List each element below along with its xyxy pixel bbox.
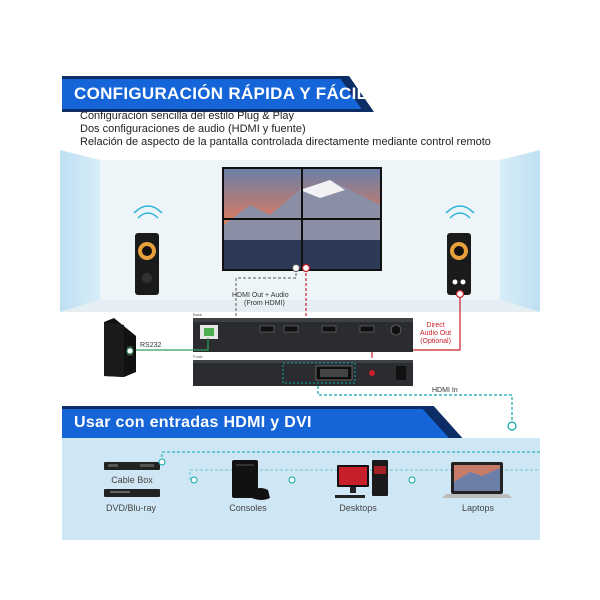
- banner-inputs: Usar con entradas HDMI y DVI: [62, 406, 466, 442]
- dvd-player-icon: [104, 489, 160, 497]
- laptop-icon: [442, 462, 512, 498]
- hdmi-out-label-line: (From HDMI): [244, 300, 285, 307]
- desktop-icon: [335, 460, 388, 498]
- feature-item: Relación de aspecto de la pantalla contr…: [80, 136, 491, 148]
- banner-configuration: CONFIGURACIÓN RÁPIDA Y FÁCIL: [62, 76, 374, 112]
- source-label-dvd: DVD/Blu-ray: [105, 503, 156, 513]
- controller-back-panel: [193, 318, 413, 352]
- banner-inputs-title: Usar con entradas HDMI y DVI: [74, 414, 312, 431]
- hdmi-out-label: HDMI Out + Audio (From HDMI): [232, 292, 289, 308]
- left-wall: [60, 150, 100, 312]
- back-panel-label: Back: [193, 312, 202, 317]
- direct-audio-label-line: Direct: [426, 322, 445, 329]
- cable-box-icon: [104, 462, 160, 470]
- front-panel-label: Front: [193, 354, 203, 359]
- console-icon: [232, 460, 270, 500]
- source-label-laptops: Laptops: [461, 503, 495, 513]
- features-list: Configuración sencilla del estilo Plug &…: [80, 110, 491, 149]
- left-speaker: [133, 205, 163, 295]
- banner-configuration-title: CONFIGURACIÓN RÁPIDA Y FÁCIL: [74, 84, 368, 103]
- hdmi-in-label: HDMI In: [432, 387, 458, 394]
- feature-item: Configuración sencilla del estilo Plug &…: [80, 110, 295, 122]
- hdmi-out-label-line: HDMI Out + Audio: [232, 292, 289, 299]
- source-label-cable-box: Cable Box: [111, 475, 153, 485]
- right-speaker: [445, 205, 475, 295]
- video-wall: [222, 167, 382, 271]
- floor: [60, 300, 540, 312]
- right-wall: [500, 150, 540, 312]
- rs232-label: RS232: [140, 342, 162, 349]
- controller-front-panel: [193, 360, 413, 386]
- feature-item: Dos configuraciones de audio (HDMI y fue…: [80, 123, 306, 135]
- source-label-consoles: Consoles: [229, 503, 267, 513]
- direct-audio-label-line: Audio Out: [420, 330, 452, 337]
- source-label-desktops: Desktops: [339, 503, 377, 513]
- pc-tower: [104, 318, 136, 377]
- direct-audio-label-line: (Optional): [420, 338, 451, 345]
- direct-audio-label: Direct Audio Out (Optional): [420, 322, 451, 346]
